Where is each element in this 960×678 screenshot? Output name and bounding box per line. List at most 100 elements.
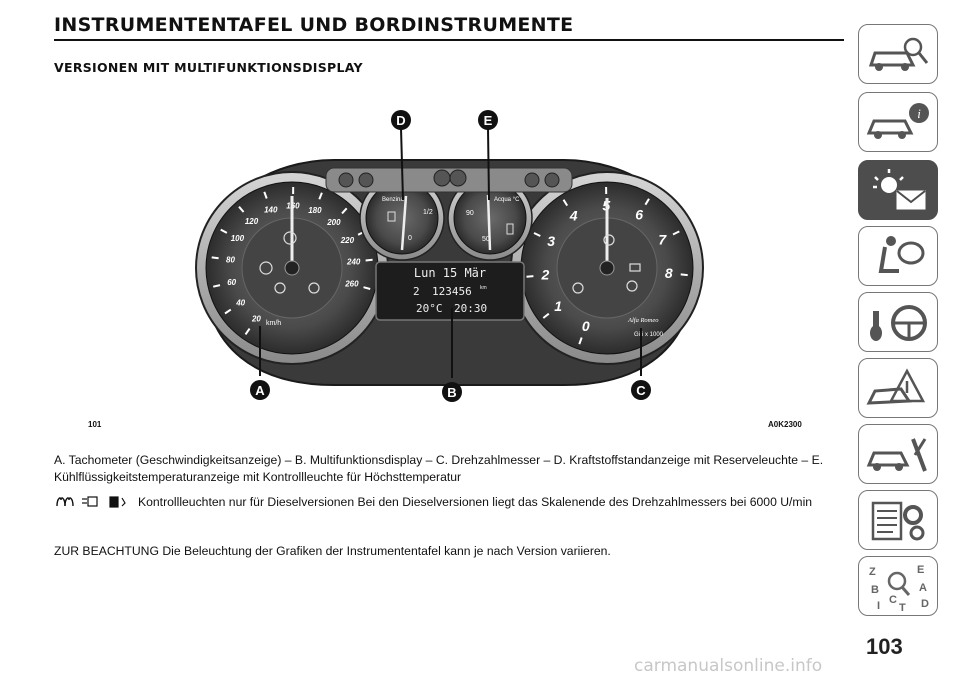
tachometer: 012345678 Giri x 1000 Alfa Romeo — [510, 171, 704, 365]
svg-text:E: E — [484, 113, 493, 128]
speed-tick-mark — [224, 308, 232, 315]
speed-tick-mark — [365, 258, 373, 262]
speed-tick-mark — [212, 284, 221, 288]
warning-light-strip — [325, 167, 573, 193]
fuel-needle — [400, 195, 408, 251]
speed-tick-mark — [211, 256, 219, 260]
rpm-tick-label: 1 — [554, 298, 562, 314]
dpf-filter-icon — [82, 496, 98, 507]
tab-maintenance[interactable] — [858, 424, 938, 484]
rpm-tick-mark — [533, 232, 541, 237]
speedometer: 20406080100120140160180200220240260 km/h — [195, 171, 389, 365]
svg-text:C: C — [636, 383, 646, 398]
tab-safety[interactable] — [858, 226, 938, 286]
figure-caption: A. Tachometer (Geschwindigkeitsanzeige) … — [54, 453, 824, 484]
svg-text:Z: Z — [869, 566, 876, 578]
rpm-tick-mark — [644, 198, 650, 206]
display-odometer-unit: km — [480, 285, 487, 291]
callout-d: D — [391, 110, 411, 130]
warning-light-message-icon — [873, 169, 926, 210]
car-service-tools-icon — [866, 438, 927, 472]
seatbelt-warning-icon — [603, 234, 615, 246]
callout-e: E — [478, 110, 498, 130]
svg-text:A: A — [919, 582, 927, 594]
callout-c: C — [631, 380, 651, 400]
rear-fog-light-icon — [544, 172, 560, 188]
display-date: Lun 15 Mär — [414, 266, 486, 280]
figure-code: A0K2300 — [768, 420, 802, 429]
rpm-tick-label: 6 — [635, 207, 643, 223]
watermark: carmanualsonline.info — [634, 656, 823, 676]
rpm-tick-label: 3 — [547, 233, 555, 249]
svg-text:A: A — [255, 383, 265, 398]
rpm-tick-mark — [680, 273, 688, 277]
speed-tick-label: 40 — [235, 299, 245, 308]
rpm-tick-mark — [526, 275, 534, 278]
figure-number: 101 — [88, 420, 102, 429]
front-fog-light-icon — [358, 172, 374, 188]
speed-tick-mark — [263, 191, 268, 199]
cruise-control-icon — [308, 282, 320, 294]
tyre-pressure-icon — [274, 282, 286, 294]
rpm-tick-mark — [562, 199, 569, 207]
temp-label: Acqua °C — [494, 197, 520, 203]
temp-tick-mid: 90 — [466, 210, 474, 217]
rpm-tick-label: 2 — [541, 266, 550, 282]
technical-data-gear-icon — [871, 501, 925, 541]
svg-text:B: B — [871, 584, 879, 596]
speed-tick-label: 220 — [340, 236, 355, 245]
speed-tick-label: 60 — [227, 278, 236, 287]
rpm-tick-label: 8 — [665, 265, 673, 281]
tab-technical-data[interactable] — [858, 490, 938, 550]
tab-emergency[interactable] — [858, 358, 938, 418]
speed-tick-label: 200 — [326, 218, 341, 227]
diesel-note: Kontrollleuchten nur für Dieselversionen… — [54, 494, 834, 511]
turn-signal-left-icon — [433, 169, 451, 187]
speed-tick-mark — [220, 228, 228, 234]
tab-starting-driving[interactable] — [858, 292, 938, 352]
tab-warning-lights[interactable] — [858, 160, 938, 220]
speed-tick-label: 140 — [264, 205, 278, 214]
callout-a: A — [250, 380, 270, 400]
speed-tick-label: 100 — [231, 234, 245, 243]
tab-car-search[interactable] — [858, 24, 938, 84]
glow-plug-icon — [56, 497, 74, 507]
display-temperature: 20°C — [416, 302, 443, 315]
rpm-tick-label: 0 — [582, 318, 590, 334]
water-in-fuel-icon — [109, 496, 126, 508]
instrument-panel-figure: 20406080100120140160180200220240260 km/h… — [54, 100, 846, 436]
car-info-icon: i — [866, 103, 929, 139]
note-text: ZUR BEACHTUNG Die Beleuchtung der Grafik… — [54, 544, 611, 558]
fuel-tick-empty: 0 — [408, 235, 412, 242]
svg-text:C: C — [889, 594, 897, 606]
svg-text:i: i — [917, 106, 921, 121]
svg-text:I: I — [877, 600, 880, 612]
title-rule — [54, 39, 844, 41]
rpm-tick-mark — [578, 337, 583, 345]
speed-unit: km/h — [266, 320, 281, 327]
speed-tick-label: 120 — [245, 217, 259, 226]
speed-tick-label: 260 — [344, 280, 359, 289]
temp-tick-low: 50 — [482, 236, 490, 243]
diesel-note-text: Kontrollleuchten nur für Dieselversionen… — [138, 495, 813, 509]
diesel-warning-icons — [56, 496, 126, 508]
speed-tick-mark — [363, 286, 371, 290]
display-odometer: 123456 — [432, 285, 472, 298]
fuel-label: Benzina — [382, 197, 404, 203]
battery-warning-icon — [629, 263, 641, 272]
page-title: INSTRUMENTENTAFEL UND BORDINSTRUMENTE — [54, 14, 574, 36]
callout-line-d — [400, 127, 404, 201]
engine-warning-icon — [259, 261, 273, 275]
airbag-seat-icon — [878, 236, 925, 273]
rpm-tick-label: 7 — [658, 232, 667, 248]
multifunction-display: Lun 15 Mär 2 123456 km 20°C 20:30 — [375, 261, 525, 321]
display-gear: 2 — [413, 285, 420, 298]
temperature-gauge: Acqua °C 130 90 50 — [447, 175, 533, 261]
speed-tick-label: 20 — [251, 315, 261, 324]
rpm-unit: Giri x 1000 — [634, 332, 664, 338]
speed-tick-mark — [244, 328, 251, 335]
fuel-reserve-icon — [387, 211, 396, 222]
tab-car-info[interactable]: i — [858, 92, 938, 152]
brand-logo-text: Alfa Romeo — [627, 317, 659, 324]
